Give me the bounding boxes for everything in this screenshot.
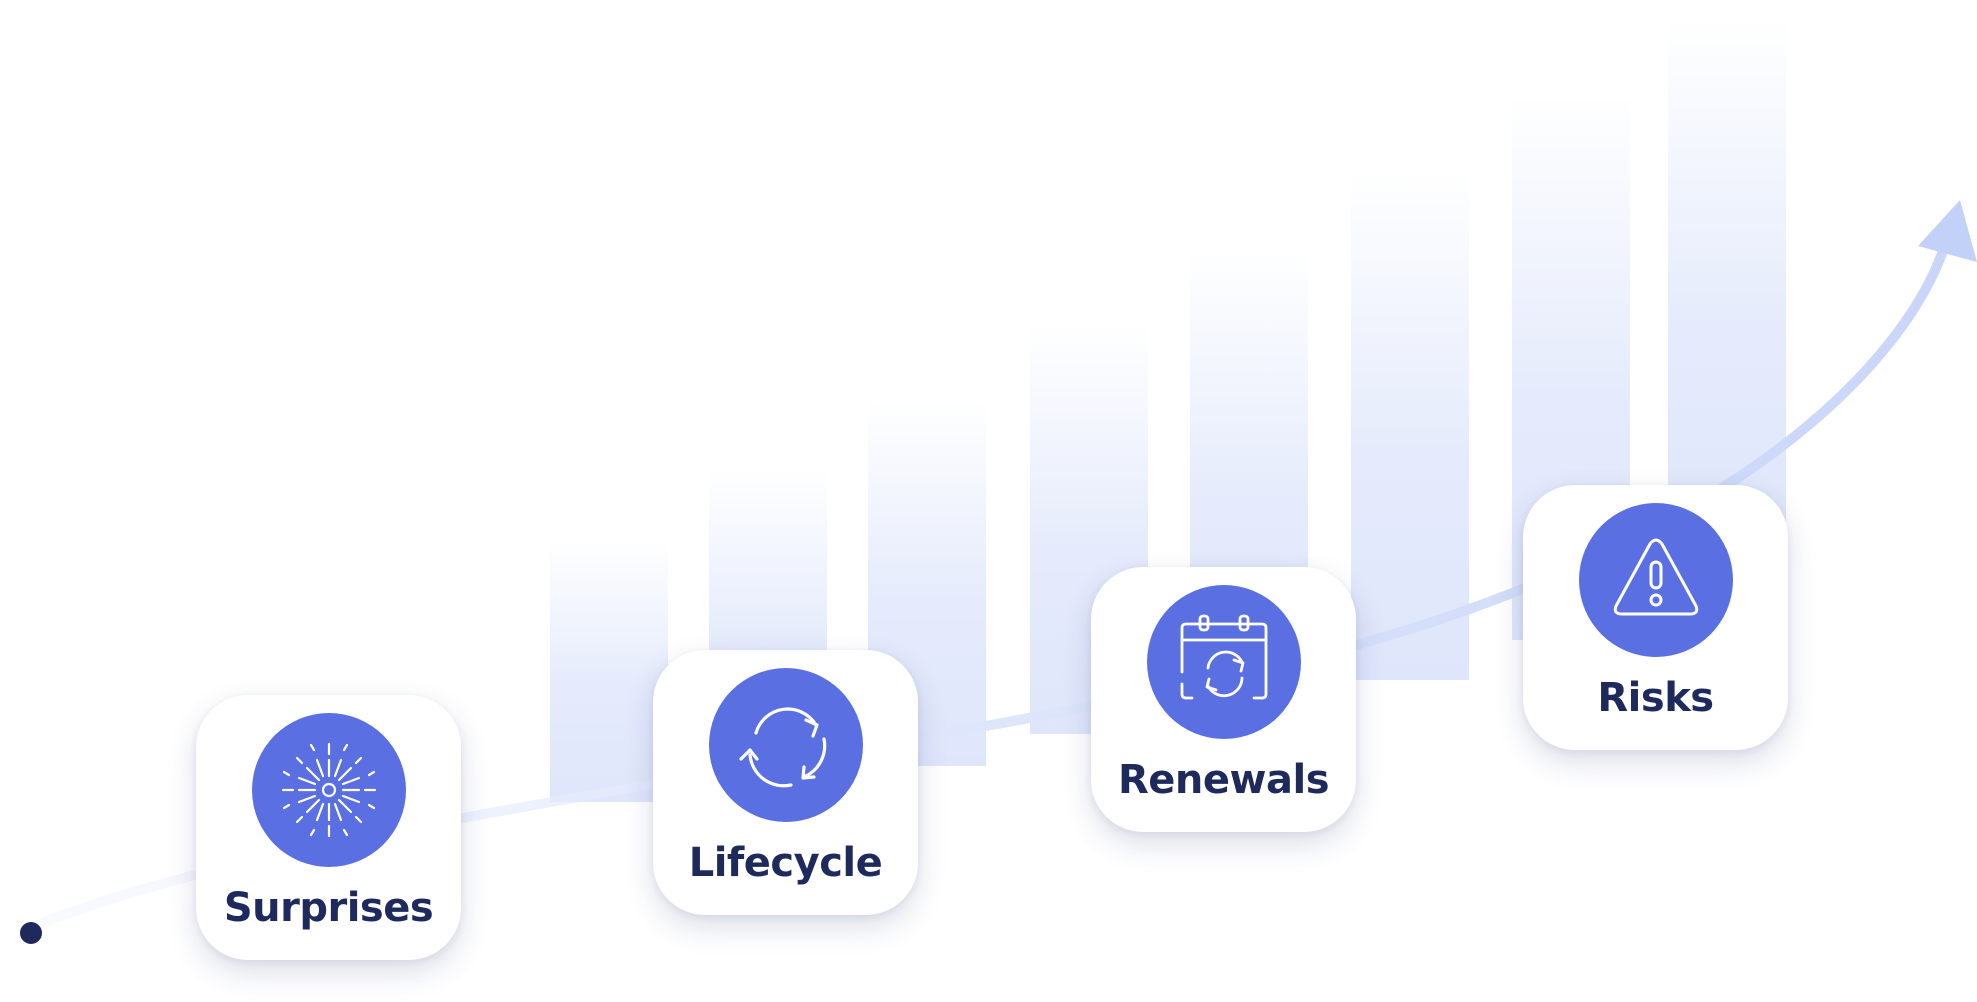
bar-1 — [550, 540, 668, 802]
step-card-risks: Risks — [1523, 485, 1788, 750]
step-card-surprises: Surprises — [196, 695, 461, 960]
calendar-refresh-icon — [1180, 614, 1268, 700]
step-label: Lifecycle — [688, 840, 883, 886]
step-label: Surprises — [223, 885, 434, 931]
step-label: Renewals — [1118, 757, 1330, 803]
step-card-renewals: Renewals — [1091, 567, 1356, 832]
icon-circle — [709, 668, 863, 822]
arrow-head — [1918, 200, 1977, 262]
icon-circle — [1147, 585, 1301, 739]
bar-6 — [1351, 170, 1469, 680]
refresh-cycle-icon — [739, 707, 827, 788]
warning-triangle-icon — [1613, 538, 1699, 616]
sparkle-burst-icon — [281, 742, 377, 838]
icon-circle — [252, 713, 406, 867]
step-card-lifecycle: Lifecycle — [653, 650, 918, 915]
start-dot — [20, 922, 42, 944]
icon-circle — [1579, 503, 1733, 657]
step-label: Risks — [1597, 675, 1714, 721]
